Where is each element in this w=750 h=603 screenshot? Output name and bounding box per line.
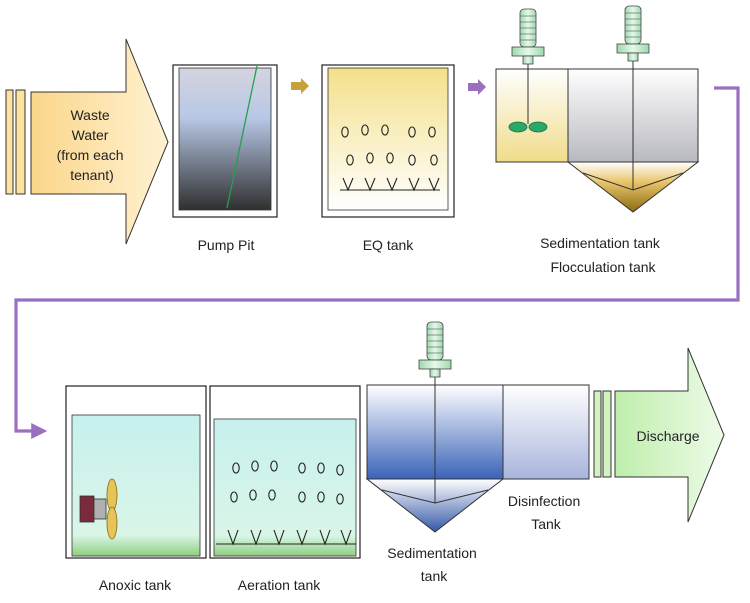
flow-connector-line [14,86,740,439]
sedimentation-tank-bottom: Sedimentation tank [365,321,505,584]
inlet-pipe-bar [5,89,14,195]
bubble-icon [336,464,344,476]
inlet-label-line: Waste [70,107,109,123]
sedimentation-tank-bottom-label-line: tank [421,568,448,584]
inlet-label-line: (from each [57,147,124,163]
disinfection-tank-label-line: Tank [531,516,562,532]
disinfection-tank-label-line: Disinfection [508,493,580,509]
diffuser-icon [216,529,356,546]
bubble-icon [381,124,389,136]
pump-pipe [226,65,258,209]
sedimentation-tank-top-label: Sedimentation tank [540,235,661,251]
inlet-pipe-bar [15,89,26,195]
diffuser-icon [340,177,440,192]
mixer-motor-icon [616,5,650,62]
eq-tank-label: EQ tank [363,237,415,253]
inlet-label: Waste Water (from each tenant) [57,107,128,183]
inlet-label-line: Water [72,127,109,143]
disinfection-tank-label: Disinfection Tank [508,493,584,532]
pump-pit: Pump Pit [172,64,278,253]
pump-pit-label: Pump Pit [198,237,255,253]
anoxic-tank: Anoxic tank [65,385,207,593]
propeller-mixer-icon [79,478,118,540]
impeller-icon [508,121,548,133]
flow-arrow-icon [468,79,486,95]
aeration-tank-label: Aeration tank [238,577,321,593]
sedimentation-tank-bottom-label: Sedimentation tank [387,545,480,584]
bubble-icon [232,462,240,474]
bubble-icon [317,462,325,474]
outlet-pipe-bar [602,390,612,478]
outlet-section: Discharge [593,347,725,523]
bubble-icon [386,152,394,164]
bubble-icon [336,493,344,505]
bubble-icon [230,491,238,503]
bubbles [341,124,438,166]
anoxic-tank-label: Anoxic tank [99,577,172,593]
bubble-icon [251,460,259,472]
outlet-pipe-bar [593,390,602,478]
eq-tank: EQ tank [321,64,455,253]
mixer-motor-icon [418,321,452,378]
waste-water-inlet-arrow [30,38,169,245]
bubbles [230,460,344,505]
bubble-icon [361,124,369,136]
disinfection-tank: Disinfection Tank [502,384,590,532]
bubble-icon [341,126,349,138]
bubble-icon [346,154,354,166]
bubble-icon [268,489,276,501]
bubble-icon [270,460,278,472]
bubble-icon [430,154,438,166]
flow-arrow-icon [291,78,309,94]
bubble-icon [317,491,325,503]
bubble-icon [298,462,306,474]
bubble-icon [298,491,306,503]
inlet-label-line: tenant) [70,167,114,183]
inlet-section: Waste Water (from each tenant) [5,38,169,245]
flocculation-tank [495,8,569,163]
bubble-icon [428,126,436,138]
mixer-motor-icon [511,8,545,65]
bubble-icon [408,154,416,166]
discharge-outlet-arrow [614,347,725,523]
bubble-icon [366,152,374,164]
flocculation-tank-label: Flocculation tank [550,259,656,275]
sedimentation-tank-bottom-label-line: Sedimentation [387,545,477,561]
discharge-label: Discharge [636,428,699,444]
bubble-icon [249,489,257,501]
bubble-icon [408,126,416,138]
sedimentation-tank-top: Sedimentation tank Flocculation tank [540,5,700,275]
aeration-tank: Aeration tank [209,385,361,593]
